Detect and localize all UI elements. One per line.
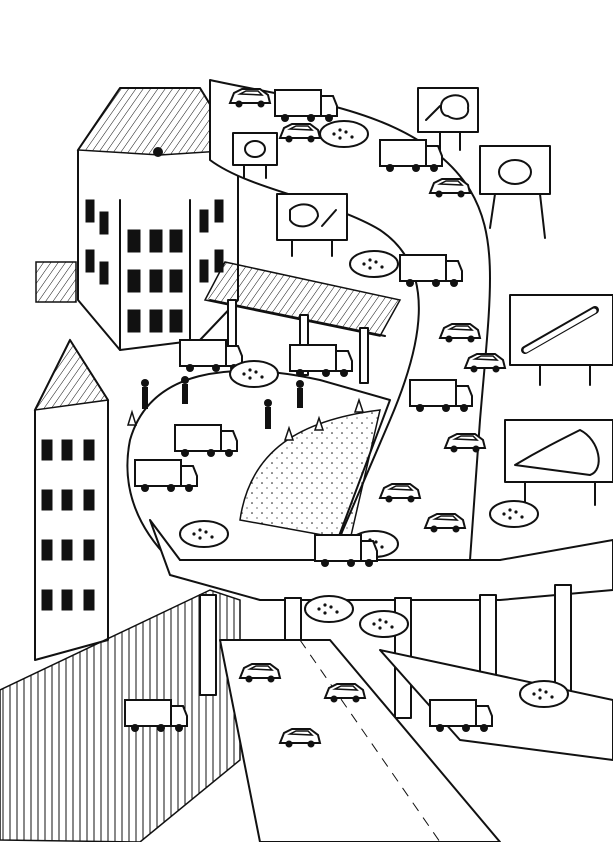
billboard-kidneys: [479, 145, 551, 239]
liver-icon: [289, 203, 319, 228]
lower-road: [219, 639, 501, 842]
lungs-icon: [244, 140, 266, 158]
octagonal-tower: [76, 87, 240, 351]
traffic-cones: [126, 397, 365, 441]
fence-lower-left: [0, 589, 241, 842]
kidneys-icon: [498, 159, 532, 185]
billboard-foot: [504, 419, 613, 506]
fenced-yard: [35, 261, 77, 303]
billboard-bone: [509, 294, 613, 386]
billboard-liver: [276, 193, 348, 257]
foot-icon: [514, 429, 600, 476]
apartment-building-left: [33, 338, 110, 661]
toll-workers: [141, 376, 304, 429]
billboard-lungs: [232, 132, 278, 179]
billboard-brain: [417, 87, 479, 151]
brain-icon: [440, 94, 470, 120]
